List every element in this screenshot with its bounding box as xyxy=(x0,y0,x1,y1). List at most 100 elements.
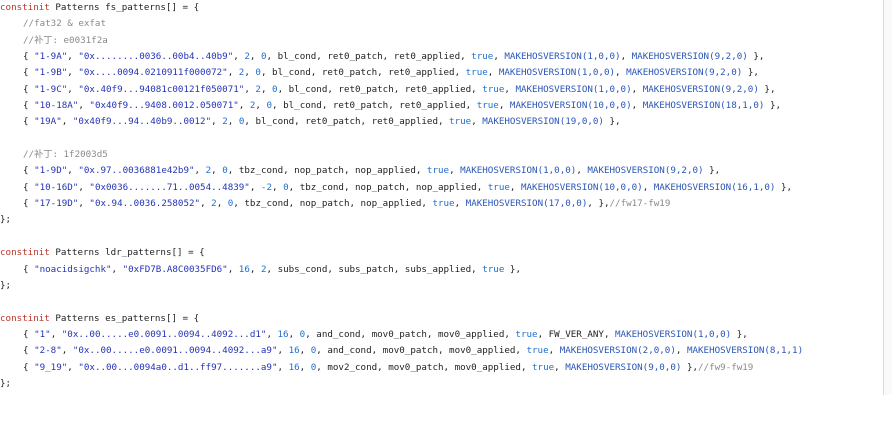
string-token: "0x0036.......71..0054..4839" xyxy=(89,181,250,193)
code-token: }, xyxy=(747,51,765,63)
code-line[interactable]: }; xyxy=(0,278,892,294)
code-line[interactable]: }; xyxy=(0,376,892,392)
code-token: { xyxy=(23,198,35,210)
code-line[interactable]: { "10-16D", "0x0036.......71..0054..4839… xyxy=(0,180,892,196)
macro-token: MAKEHOSVERSION(16,1,0) xyxy=(653,181,776,193)
code-token: { xyxy=(23,263,35,275)
code-token: Patterns ldr_patterns[] = { xyxy=(49,247,205,259)
code-token: , xyxy=(255,100,267,112)
vertical-scrollbar[interactable] xyxy=(883,0,892,395)
comment-token: //补丁: 1f2003d5 xyxy=(23,149,108,161)
code-token: , bl_cond, ret0_patch, ret0_applied, xyxy=(244,116,450,128)
code-line[interactable]: { "2-8", "0x..00.....e0.0091..0094..4092… xyxy=(0,343,892,359)
string-token: "2-8" xyxy=(34,345,62,357)
code-line[interactable]: constinit Patterns ldr_patterns[] = { xyxy=(0,245,892,261)
code-token: , xyxy=(576,165,588,177)
number-token: 0 xyxy=(299,328,306,340)
code-token: , xyxy=(211,116,223,128)
code-line[interactable]: { "noacidsigchk", "0xFD7B.A8C0035FD6", 1… xyxy=(0,262,892,278)
macro-token: MAKEHOSVERSION(9,2,0) xyxy=(642,83,759,95)
boolean-token: true xyxy=(482,83,505,95)
string-token: "0x.97..0036881e42b9" xyxy=(78,165,195,177)
code-line[interactable]: { "17-19D", "0x.94..0036.258052", 2, 0, … xyxy=(0,196,892,212)
code-token: }, xyxy=(758,83,776,95)
code-token: , xyxy=(227,116,239,128)
keyword-token: constinit xyxy=(0,2,50,13)
code-token: , xyxy=(233,51,245,63)
code-token: , xyxy=(504,83,516,95)
code-token: , xyxy=(449,165,461,177)
string-token: "10-18A" xyxy=(34,100,79,112)
code-line[interactable]: constinit Patterns fs_patterns[] = { xyxy=(0,0,892,16)
code-token: , xyxy=(272,181,284,193)
code-token: }, xyxy=(764,100,782,112)
string-token: "9_19" xyxy=(34,361,68,373)
code-token: , tbz_cond, nop_patch, nop_applied, xyxy=(227,165,427,177)
code-token: { xyxy=(23,83,35,95)
code-token: Patterns es_patterns[] = { xyxy=(49,312,200,324)
code-token: , xyxy=(487,67,499,79)
code-token: , xyxy=(277,345,289,357)
number-token: 0 xyxy=(310,361,317,373)
code-line[interactable]: { "19A", "0x40f9...94..40b9..0012", 2, 0… xyxy=(0,114,892,130)
code-token: }; xyxy=(0,214,12,226)
number-token: 0 xyxy=(266,100,273,112)
comment-token: //fw9-fw19 xyxy=(698,361,754,373)
string-token: "0x..00...0094a0..d1..ff97.......a9" xyxy=(78,361,278,373)
code-token: , xyxy=(299,345,311,357)
code-token: , xyxy=(50,328,62,340)
code-token: , xyxy=(249,181,261,193)
code-line[interactable]: { "1-9D", "0x.97..0036881e42b9", 2, 0, t… xyxy=(0,163,892,179)
code-token: , xyxy=(78,181,90,193)
code-token: , mov2_cond, mov0_patch, mov0_applied, xyxy=(316,361,533,373)
string-token: "10-16D" xyxy=(34,181,79,193)
code-line[interactable]: constinit Patterns es_patterns[] = { xyxy=(0,311,892,327)
code-token: , xyxy=(675,345,687,357)
code-line[interactable] xyxy=(0,131,892,147)
code-token: }, xyxy=(775,181,793,193)
code-token: , xyxy=(249,51,261,63)
code-line[interactable]: { "1", "0x..00.....e0.0091..0094..4092..… xyxy=(0,327,892,343)
code-token: }, xyxy=(504,263,521,275)
number-token: 0 xyxy=(283,181,289,193)
code-line[interactable]: { "1-9B", "0x....0094.0210911f000072", 2… xyxy=(0,65,892,81)
code-token: , xyxy=(78,198,90,210)
code-token: , xyxy=(67,83,79,95)
code-token: , xyxy=(554,361,566,373)
code-line[interactable]: { "1-9A", "0x........0036..00b4..40b9", … xyxy=(0,49,892,65)
code-line[interactable]: //补丁: e0031f2a xyxy=(0,33,892,49)
string-token: "0x..00.....e0.0091..0094..4092...d1" xyxy=(61,328,267,340)
code-token: , xyxy=(260,83,273,95)
macro-token: MAKEHOSVERSION(1,0,0) xyxy=(460,165,577,177)
code-token: { xyxy=(23,345,35,357)
code-token: , xyxy=(277,361,289,373)
code-token: , xyxy=(642,181,654,193)
number-token: 16 xyxy=(288,345,300,357)
code-line[interactable] xyxy=(0,294,892,310)
string-token: "1-9D" xyxy=(34,165,68,177)
code-line[interactable]: }; xyxy=(0,212,892,228)
macro-token: MAKEHOSVERSION(9,2,0) xyxy=(587,165,704,177)
code-line[interactable]: //补丁: 1f2003d5 xyxy=(0,147,892,163)
code-token: , }, xyxy=(587,198,610,210)
code-token: , xyxy=(211,165,223,177)
code-token: }; xyxy=(0,279,12,291)
code-line[interactable]: { "9_19", "0x..00...0094a0..d1..ff97....… xyxy=(0,360,892,376)
macro-token: MAKEHOSVERSION(10,0,0) xyxy=(509,100,632,112)
macro-token: MAKEHOSVERSION(19,0,0) xyxy=(482,116,604,128)
code-token: , subs_cond, subs_patch, subs_applied, xyxy=(266,263,483,275)
number-token: 0 xyxy=(255,67,261,79)
code-token: , xyxy=(454,198,466,210)
code-line[interactable]: //fat32 & exfat xyxy=(0,16,892,32)
code-token: , xyxy=(111,263,123,275)
code-line[interactable]: { "10-18A", "0x40f9...9408.0012.050071",… xyxy=(0,98,892,114)
code-line[interactable]: { "1-9C", "0x.40f9...94081c00121f050071"… xyxy=(0,82,892,98)
number-token: 2 xyxy=(260,263,267,275)
code-token: , xyxy=(509,181,521,193)
string-token: "0x........0036..00b4..40b9" xyxy=(78,51,234,63)
code-line[interactable] xyxy=(0,229,892,245)
number-token: 2 xyxy=(244,51,250,63)
code-token: , xyxy=(194,165,206,177)
code-token: , xyxy=(288,328,300,340)
